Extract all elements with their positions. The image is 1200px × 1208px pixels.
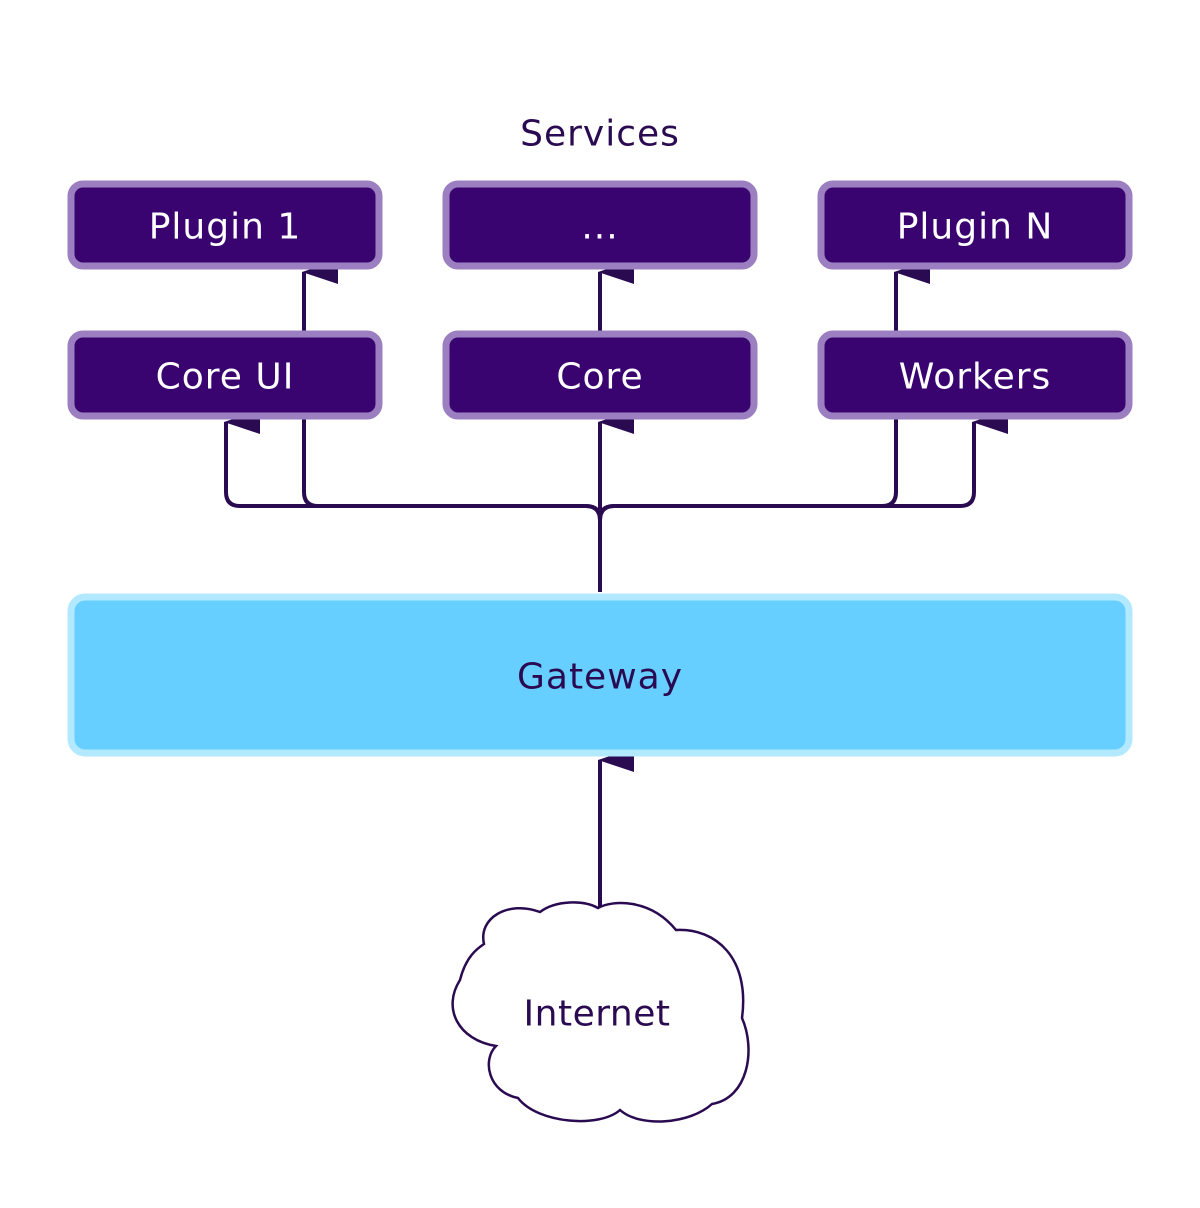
plugin-1-box	[67, 180, 383, 270]
core-ui-label: Core UI	[156, 357, 295, 398]
internet-label: Internet	[524, 994, 671, 1035]
plugin-mid-box	[442, 180, 758, 270]
core-ui-box	[67, 330, 383, 420]
core-row: Core UI Core Workers	[67, 330, 1133, 420]
connector-gateway-to-plugin-n	[598, 260, 930, 521]
plugin-n-box	[817, 180, 1133, 270]
internet-cloud: Internet	[451, 901, 750, 1123]
gateway-label: Gateway	[517, 657, 683, 698]
cloud-icon	[451, 901, 750, 1123]
workers-box	[817, 330, 1133, 420]
gateway-box	[67, 593, 1133, 757]
core-label: Core	[556, 357, 643, 398]
core-box	[442, 330, 758, 420]
plugin-row: Plugin 1 ... Plugin N	[67, 180, 1133, 270]
workers-label: Workers	[899, 357, 1052, 398]
gateway: Gateway	[67, 593, 1133, 757]
services-title: Services	[520, 114, 680, 155]
plugin-mid-label: ...	[581, 207, 618, 248]
connectors	[224, 260, 1008, 908]
plugin-1-label: Plugin 1	[149, 207, 302, 248]
connector-gateway-to-plugin-1	[302, 260, 602, 521]
plugin-n-label: Plugin N	[897, 207, 1054, 248]
